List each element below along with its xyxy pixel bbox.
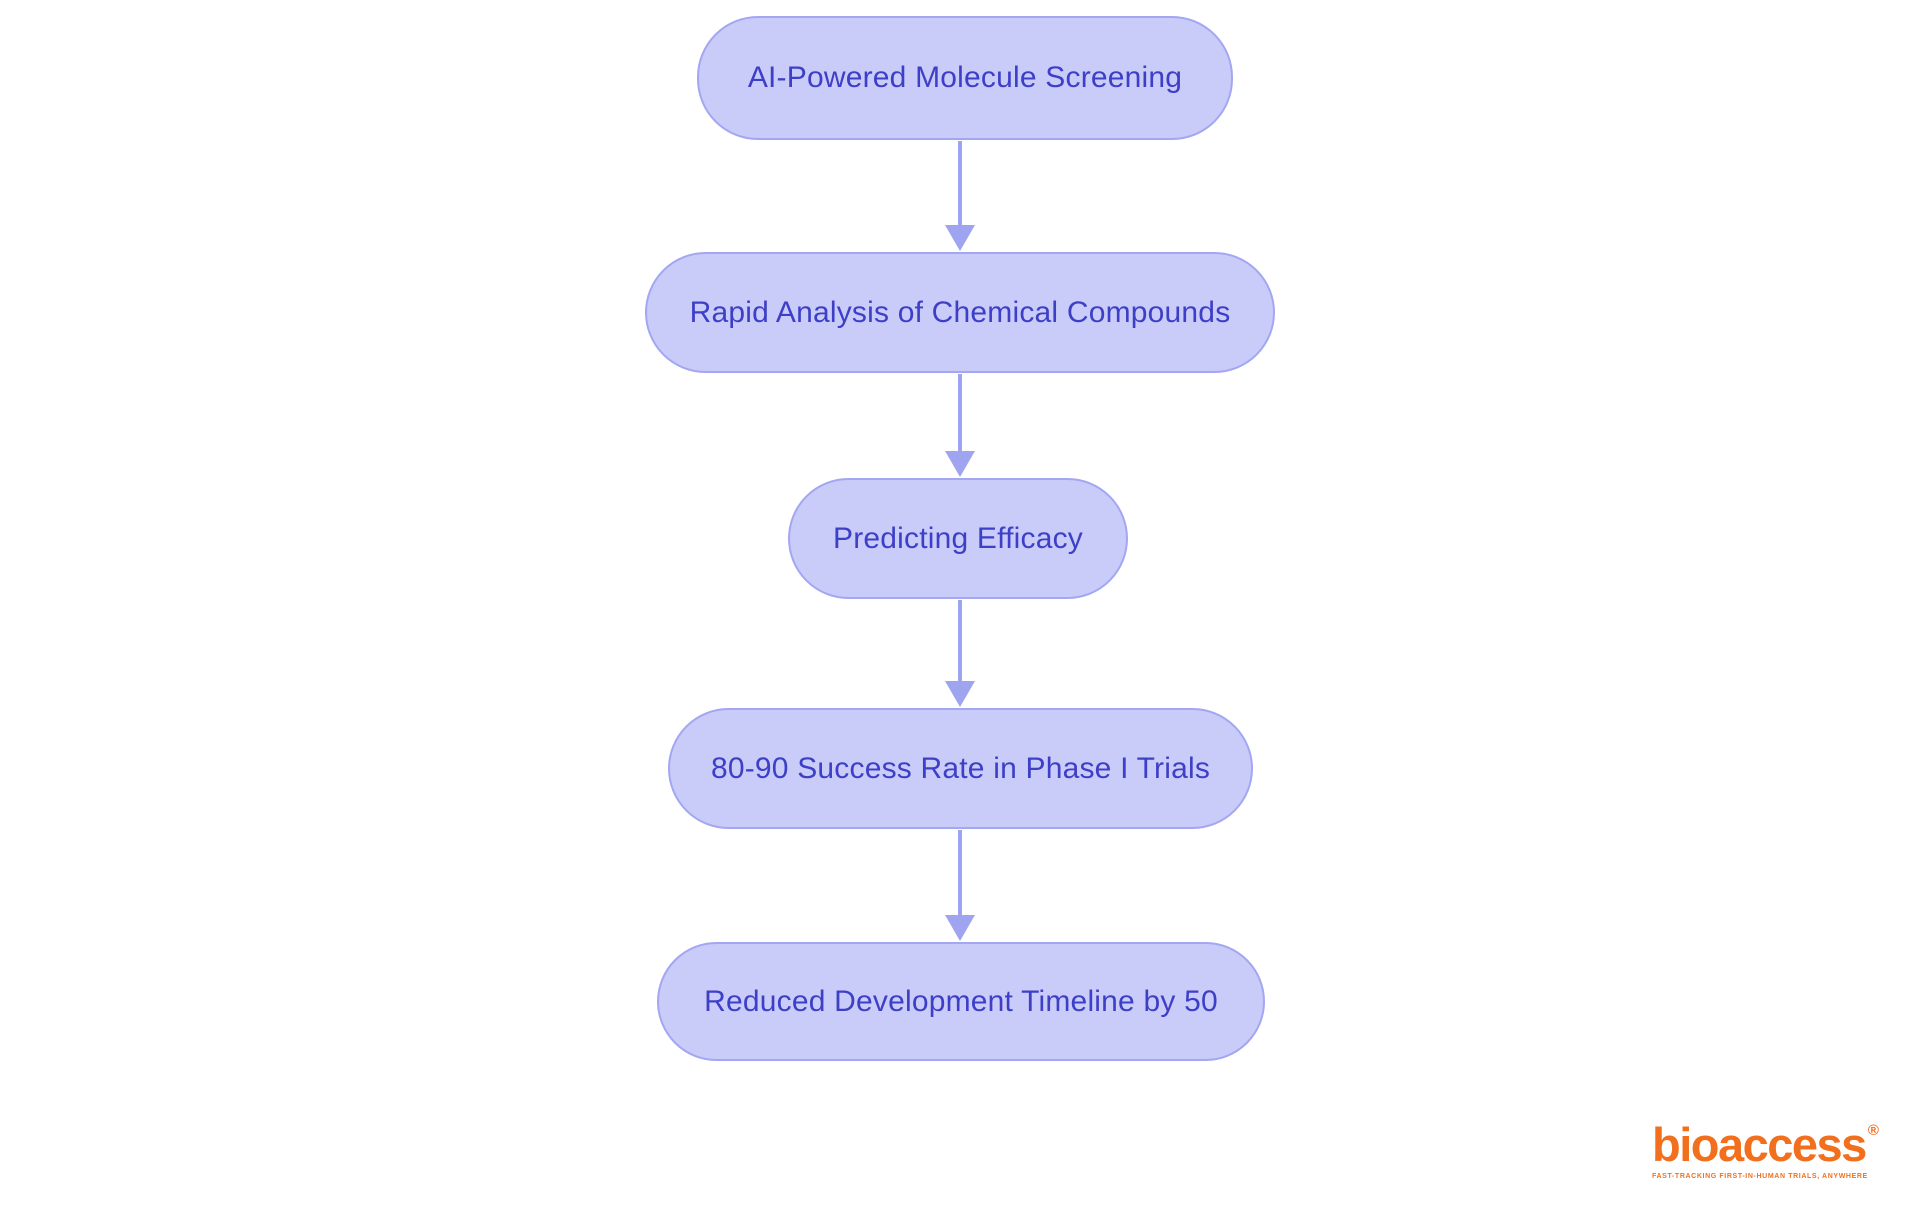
arrow-head <box>945 681 975 707</box>
flow-node-label: Rapid Analysis of Chemical Compounds <box>689 295 1231 329</box>
registered-trademark-icon: ® <box>1867 1122 1879 1139</box>
arrow-shaft <box>958 830 962 915</box>
arrow-head <box>945 915 975 941</box>
arrow-down-icon <box>944 374 976 477</box>
arrow-down-icon <box>944 830 976 941</box>
flow-node-label: 80-90 Success Rate in Phase I Trials <box>710 751 1211 785</box>
arrow-head <box>945 451 975 477</box>
bioaccess-logo: bioaccess ® FAST-TRACKING FIRST-IN-HUMAN… <box>1652 1121 1879 1180</box>
arrow-shaft <box>958 374 962 451</box>
flow-node-label: Reduced Development Timeline by 50 <box>704 984 1218 1018</box>
arrow-down-icon <box>944 141 976 251</box>
flow-node-rapid-analysis: Rapid Analysis of Chemical Compounds <box>645 252 1275 373</box>
arrow-head <box>945 225 975 251</box>
arrow-down-icon <box>944 600 976 707</box>
arrow-shaft <box>958 600 962 681</box>
flow-node-reduced-timeline: Reduced Development Timeline by 50 <box>657 942 1265 1061</box>
logo-brand-text: bioaccess <box>1652 1118 1867 1171</box>
arrow-shaft <box>958 141 962 225</box>
flow-node-molecule-screening: AI-Powered Molecule Screening <box>697 16 1233 140</box>
flow-node-predicting-efficacy: Predicting Efficacy <box>788 478 1128 599</box>
logo-tagline: FAST-TRACKING FIRST-IN-HUMAN TRIALS, ANY… <box>1652 1173 1868 1180</box>
flow-node-success-rate: 80-90 Success Rate in Phase I Trials <box>668 708 1253 829</box>
flow-node-label: Predicting Efficacy <box>832 521 1084 555</box>
flow-node-label: AI-Powered Molecule Screening <box>747 61 1183 94</box>
